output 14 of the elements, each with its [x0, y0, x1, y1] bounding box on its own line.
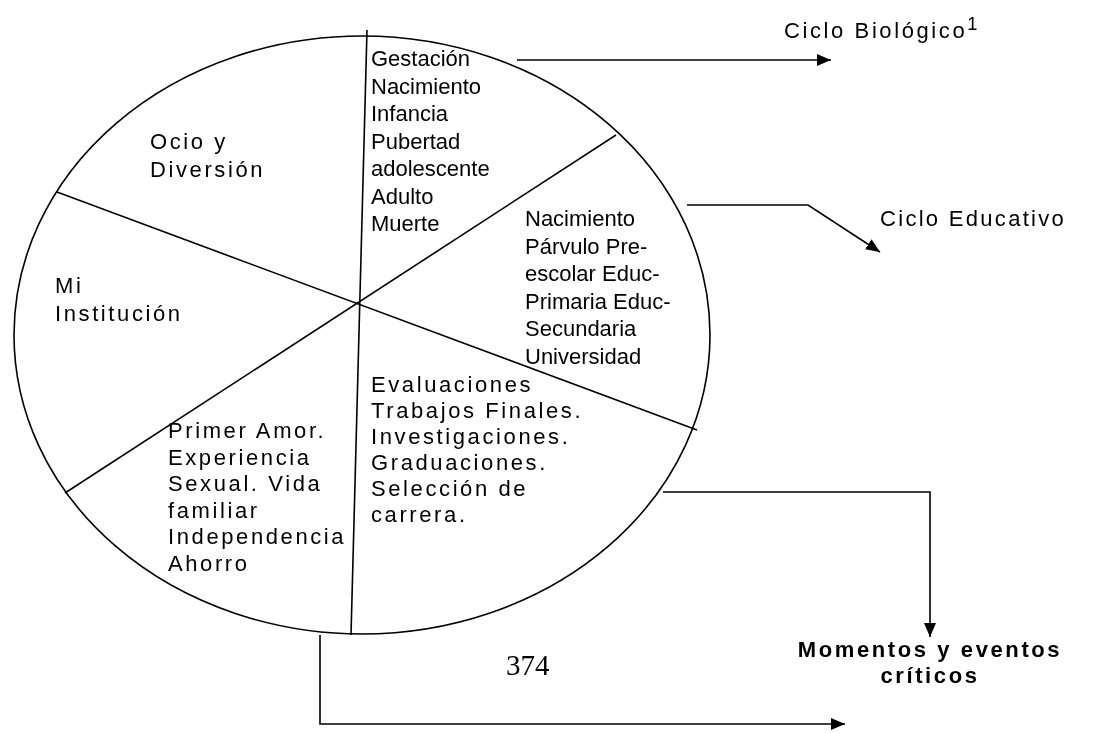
pie-sector: Gestación Nacimiento Infancia Pubertad adolescente Adulto Muerte — [371, 45, 517, 245]
arrow — [686, 204, 881, 253]
arrow — [319, 634, 846, 730]
cycle-label: Ciclo Biológico$^{1}$ — [784, 10, 1044, 60]
pie-sector: Evaluaciones Trabajos Finales. Investigaciones. Graduaciones. Selección de carrera. — [371, 372, 663, 547]
arrow — [516, 54, 832, 66]
pie-sector: Ocio y Diversión — [150, 128, 300, 188]
pie-sector: Mi Institución — [55, 272, 215, 332]
pie-sector: Primer Amor. Experiencia Sexual. Vida familiar Independencia Ahorro — [168, 418, 368, 635]
arrow — [662, 491, 936, 638]
outcome-label: Momentos y eventos críticos — [780, 637, 1080, 693]
pie-sector: Nacimiento Párvulo Pre-escolar Educ-Primaria Educ-Secundaria Universidad — [525, 200, 687, 372]
page-number: 374 — [506, 648, 550, 682]
cycle-label: Ciclo Educativo — [880, 205, 1095, 255]
